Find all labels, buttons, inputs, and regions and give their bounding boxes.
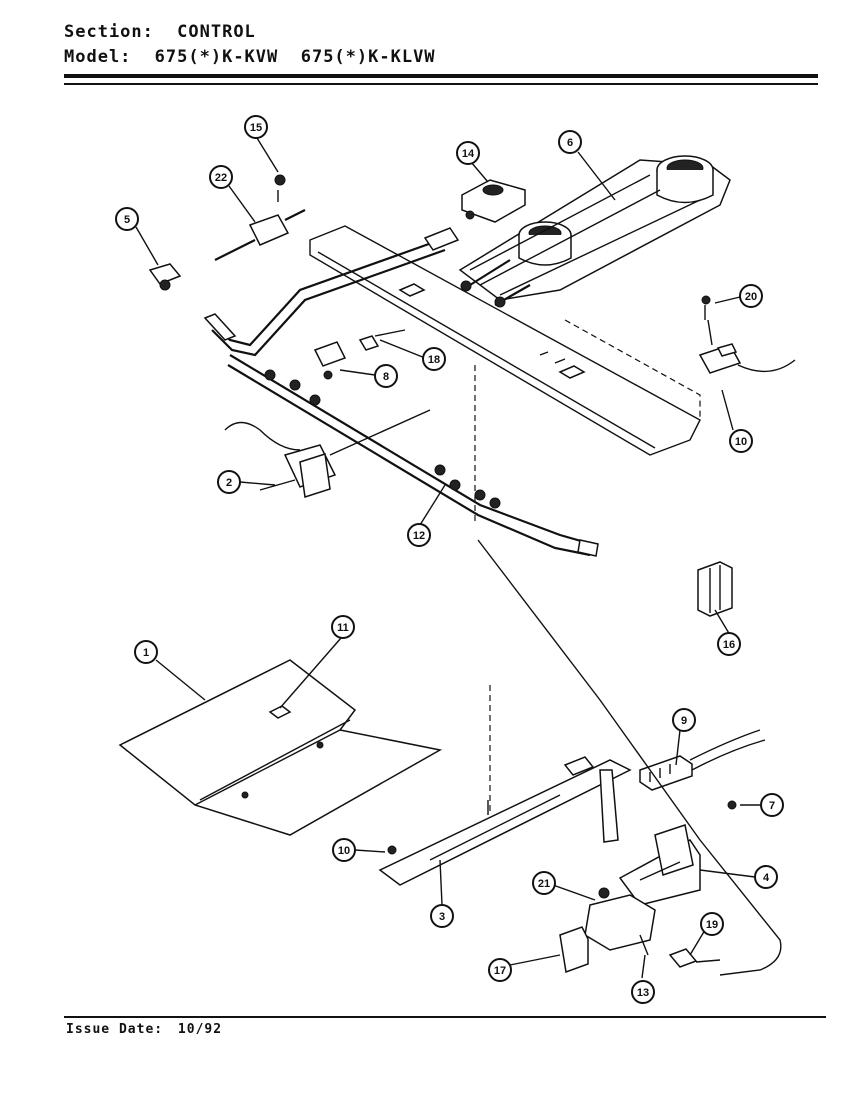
svg-text:13: 13	[637, 987, 649, 999]
issue-value: 10/92	[177, 1022, 223, 1037]
thermostat	[224, 409, 431, 498]
svg-text:22: 22	[215, 172, 227, 184]
svg-text:21: 21	[538, 878, 550, 890]
callout-12: 12	[407, 523, 431, 547]
manifold-pipe	[203, 227, 599, 557]
callout-20: 20	[739, 284, 763, 308]
safety-valve	[559, 887, 721, 974]
callout-11: 11	[331, 615, 355, 639]
callout-13: 13	[631, 980, 655, 1004]
section-heading: Section: CONTROL	[64, 22, 256, 42]
model-label: Model:	[64, 47, 132, 67]
svg-text:1: 1	[143, 647, 149, 659]
callout-18: 18	[422, 347, 446, 371]
svg-text:12: 12	[413, 530, 425, 542]
issue-label: Issue Date:	[66, 1022, 164, 1037]
callout-6: 6	[558, 130, 582, 154]
svg-text:3: 3	[439, 911, 445, 923]
svg-text:14: 14	[462, 148, 475, 160]
callout-10-right: 10	[729, 429, 753, 453]
header-rule-thin	[64, 83, 818, 85]
callout-14: 14	[456, 141, 480, 165]
callout-8: 8	[374, 364, 398, 388]
relay	[697, 561, 733, 617]
burner-assembly	[458, 155, 731, 308]
mounting-plate	[309, 225, 701, 456]
callout-21: 21	[532, 871, 556, 895]
callout-1: 1	[134, 640, 158, 664]
callout-19: 19	[700, 912, 724, 936]
callout-4: 4	[754, 865, 778, 889]
regulator	[461, 179, 526, 223]
callout-7: 7	[760, 793, 784, 817]
terminal-block	[639, 729, 766, 810]
svg-text:19: 19	[706, 919, 718, 931]
svg-text:9: 9	[681, 715, 687, 727]
heat-shield	[118, 659, 443, 836]
svg-text:10: 10	[338, 845, 350, 857]
burner-tube	[378, 685, 632, 886]
issue-date: Issue Date: 10/92	[66, 1022, 222, 1037]
svg-text:7: 7	[769, 800, 775, 812]
callout-22: 22	[209, 165, 233, 189]
callout-3: 3	[430, 904, 454, 928]
callout-5: 5	[115, 207, 139, 231]
model-heading: Model: 675(*)K-KVW 675(*)K-KLVW	[64, 47, 436, 67]
spark-module	[698, 295, 796, 374]
svg-text:20: 20	[745, 291, 757, 303]
section-value: CONTROL	[177, 22, 256, 42]
valve-assembly	[148, 174, 306, 291]
leader-lines	[135, 137, 760, 979]
switch-and-orifice	[313, 329, 406, 380]
svg-text:18: 18	[428, 354, 440, 366]
svg-text:15: 15	[250, 122, 262, 134]
svg-text:6: 6	[567, 137, 573, 149]
callout-15: 15	[244, 115, 268, 139]
callout-10-lower: 10	[332, 838, 356, 862]
model-value: 675(*)K-KVW 675(*)K-KLVW	[154, 47, 436, 67]
svg-text:5: 5	[124, 214, 130, 226]
footer-rule	[64, 1016, 826, 1018]
section-label: Section:	[64, 22, 154, 42]
header-rule-thick	[64, 74, 818, 78]
callout-17: 17	[488, 958, 512, 982]
callout-16: 16	[717, 632, 741, 656]
svg-text:8: 8	[383, 371, 389, 383]
svg-text:16: 16	[723, 639, 735, 651]
callout-9: 9	[672, 708, 696, 732]
bracket	[618, 824, 701, 906]
callout-2: 2	[217, 470, 241, 494]
svg-text:10: 10	[735, 436, 747, 448]
svg-text:11: 11	[337, 622, 349, 634]
svg-text:4: 4	[763, 872, 770, 884]
svg-text:2: 2	[226, 477, 232, 489]
svg-text:17: 17	[494, 965, 506, 977]
